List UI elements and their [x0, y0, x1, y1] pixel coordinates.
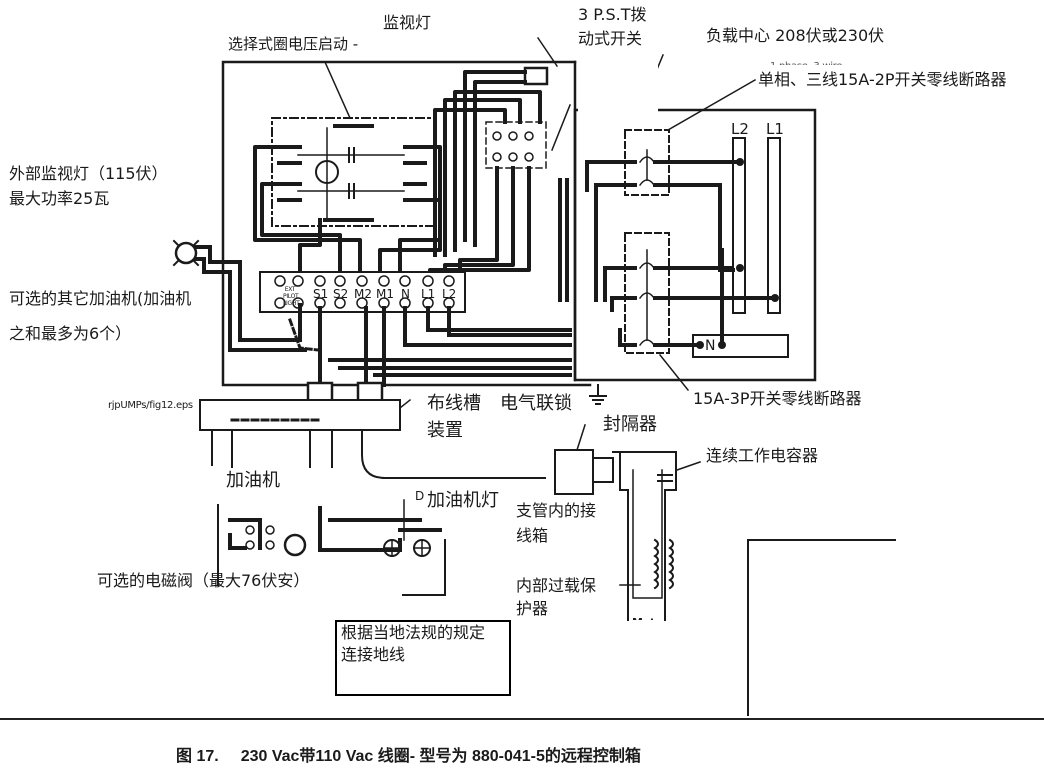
label-seal-off: 封隔器 [603, 414, 657, 435]
terminal-pilot-light-label: EXT PILOT LIGHT [283, 286, 300, 307]
coil-symbol [315, 160, 339, 184]
label-conduit-line2: 装置 [427, 420, 463, 441]
neutral-label: N [705, 338, 716, 354]
label-conduit-line1: 布线槽 [427, 393, 481, 414]
control-box-outline [221, 60, 592, 387]
bus-label-l2: L2 [731, 120, 749, 138]
junction-box [554, 449, 594, 495]
terminal-m1: M1 [376, 287, 394, 301]
label-junction-line2: 线箱 [516, 526, 549, 545]
caption-divider [0, 718, 1044, 720]
solenoid-valve [283, 533, 307, 557]
label-d-marker: D [415, 489, 425, 503]
label-external-light-line2: 最大功率25瓦 [9, 189, 110, 208]
contactor-dashed-box [271, 117, 435, 227]
label-selective-coil: 选择式圈电压启动 - [228, 35, 359, 53]
monitor-light-body [523, 66, 549, 86]
conduit-fitting-right [356, 381, 384, 403]
label-optional-dispensers-line1: 可选的其它加油机(加油机 [9, 289, 192, 308]
figure-caption-text: 230 Vac带110 Vac 线圈- 型号为 880-041-5的远程控制箱 [240, 748, 641, 765]
switch-3pst-box [485, 121, 547, 169]
terminal-l1: L1 [421, 287, 436, 301]
bus-label-l1: L1 [766, 120, 784, 138]
label-eps-reference: rjpUMPs/fig12.eps [108, 400, 193, 411]
external-pilot-light [174, 241, 198, 265]
label-external-light-line1: 外部监视灯（115伏） [9, 164, 168, 183]
label-dispenser: 加油机 [226, 468, 336, 506]
leader-selective-coil [324, 61, 351, 119]
label-dispenser-light: 加油机灯 [427, 490, 499, 512]
conduit-body [199, 399, 401, 431]
terminal-n: N [401, 287, 410, 301]
label-breaker-3p: 15A-3P开关零线断路器 [693, 389, 862, 408]
breaker-3p-box [624, 232, 670, 354]
label-phase-wire-fragment: 1 phase, 3 wire [770, 56, 842, 65]
terminal-l2: L2 [442, 287, 457, 301]
label-run-capacitor: 连续工作电容器 [706, 446, 819, 465]
label-3pst-switch-line2: 动式开关 [578, 28, 658, 113]
label-optional-dispensers-line2: 之和最多为6个） [9, 324, 132, 343]
terminal-s2: S2 [333, 287, 349, 301]
label-breaker-2p: 单相、三线15A-2P开关零线断路器 [758, 70, 1007, 89]
label-overload-line1: 内部过载保 [516, 576, 597, 595]
terminal-s1: S1 [313, 287, 329, 301]
motor-housing [612, 451, 677, 621]
figure-caption: 图 17. 230 Vac带110 Vac 线圈- 型号为 880-041-5的远… [176, 742, 641, 766]
load-center-panel [573, 108, 817, 382]
label-overload-line2: 护器 [516, 599, 549, 618]
label-solenoid: 可选的电磁阀（最大76伏安） [97, 571, 310, 590]
label-load-center: 负载中心 208伏或230伏 [706, 26, 885, 45]
ground-note-box: 根据当地法规的规定 连接地线 [335, 620, 511, 696]
label-3pst-switch-line1: 3 P.S.T拨 [578, 4, 667, 26]
ground-symbol [589, 384, 607, 405]
label-monitor-light: 监视灯 [383, 13, 432, 32]
label-junction-line1: 支管内的接 [516, 501, 597, 520]
conduit-fitting-left [306, 381, 334, 403]
terminal-m2: M2 [354, 287, 372, 301]
motor-label-fragment: Motor [632, 612, 667, 620]
bus-bar-l1 [767, 137, 781, 314]
ground-note-line2: 连接地线 [341, 645, 406, 664]
ground-note-line1: 根据当地法规的规定 [341, 623, 486, 642]
figure-number: 图 17. [176, 748, 219, 765]
label-interlock: 电气联锁 [500, 393, 572, 414]
bus-bar-l2 [732, 137, 746, 314]
